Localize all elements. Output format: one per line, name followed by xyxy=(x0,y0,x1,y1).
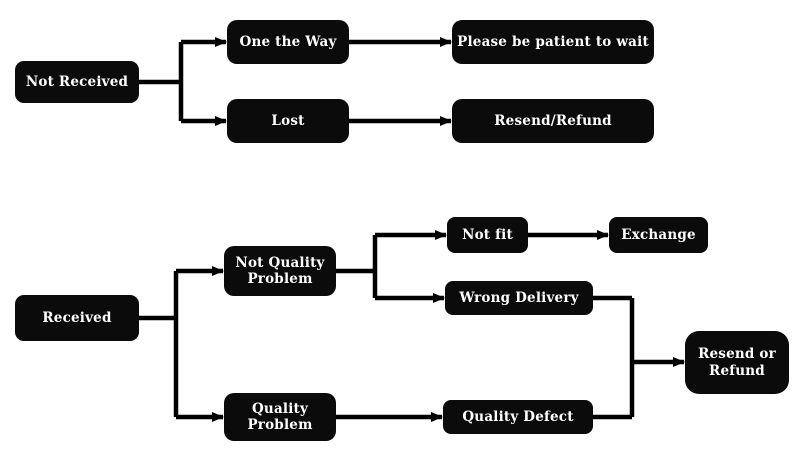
node-please-be-patient: Please be patient to wait xyxy=(452,20,654,64)
node-received: Received xyxy=(15,295,139,341)
node-not-quality-problem: Not Quality Problem xyxy=(224,246,336,296)
node-quality-defect: Quality Defect xyxy=(443,400,593,434)
node-quality-problem: Quality Problem xyxy=(224,393,336,441)
node-exchange: Exchange xyxy=(609,217,708,253)
edge-received-bracket xyxy=(139,271,179,417)
node-not-received: Not Received xyxy=(15,61,139,103)
node-resend-or-refund: Resend or Refund xyxy=(685,331,789,394)
edge-not-received-bracket xyxy=(139,42,184,121)
node-lost: Lost xyxy=(227,99,349,143)
edge-not-quality-bracket xyxy=(336,235,378,298)
node-one-the-way: One the Way xyxy=(227,20,349,64)
node-not-fit: Not fit xyxy=(447,217,528,253)
node-resend-refund: Resend/Refund xyxy=(452,99,654,143)
edge-merge-bracket xyxy=(593,295,635,420)
node-wrong-delivery: Wrong Delivery xyxy=(445,281,593,315)
